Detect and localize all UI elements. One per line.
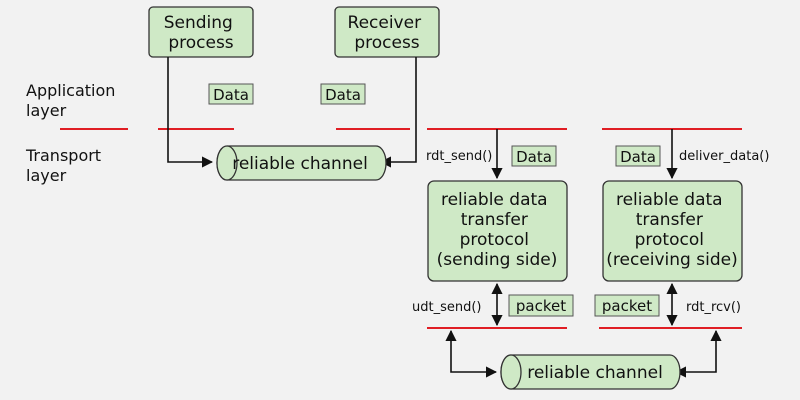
bottom-channel-right-arrow <box>674 329 722 378</box>
rdt-rcv-label: rdt_rcv() <box>686 300 741 315</box>
reliable-channel-top: reliable channel <box>216 145 387 181</box>
svg-text:packet: packet <box>602 297 652 315</box>
rdt-sending-side-box: reliable data transfer protocol (sending… <box>427 180 568 282</box>
svg-text:reliable channel: reliable channel <box>527 363 663 383</box>
data-tag-app-left: Data <box>208 83 254 105</box>
data-tag-send-side: Data <box>511 145 557 167</box>
packet-tag-send-side: packet <box>508 294 574 317</box>
sending-to-channel-arrow <box>167 57 214 168</box>
data-tag-recv-side: Data <box>615 145 661 167</box>
svg-text:Sending process: Sending process <box>164 13 239 53</box>
svg-text:Data: Data <box>325 86 361 104</box>
receiver-process-box: Receiver process <box>334 6 440 58</box>
svg-text:Data: Data <box>213 86 249 104</box>
svg-text:Data: Data <box>620 148 656 166</box>
packet-tag-recv-side: packet <box>594 294 660 317</box>
rdt-receiving-side-box: reliable data transfer protocol (receivi… <box>602 180 743 282</box>
sending-process-box: Sending process <box>148 6 254 58</box>
deliver-data-label: deliver_data() <box>679 149 769 164</box>
udt-send-label: udt_send() <box>412 300 482 315</box>
transport-layer-label: Transport layer <box>25 146 106 185</box>
svg-text:packet: packet <box>516 297 566 315</box>
svg-text:reliable data transfer: reliable data transfer protocol (receivi… <box>606 190 737 270</box>
data-tag-app-right: Data <box>320 83 366 105</box>
rdt-send-label: rdt_send() <box>426 149 492 164</box>
svg-text:reliable data transfer: reliable data transfer protocol (sending… <box>437 190 558 270</box>
application-layer-label: Application layer <box>26 81 121 120</box>
channel-to-receiver-arrow <box>379 57 417 168</box>
svg-text:reliable channel: reliable channel <box>232 154 368 174</box>
svg-text:Receiver process: Receiver process <box>348 13 427 53</box>
bottom-channel-left-arrow <box>445 329 498 378</box>
svg-text:Data: Data <box>516 148 552 166</box>
reliable-channel-bottom: reliable channel <box>500 354 681 390</box>
